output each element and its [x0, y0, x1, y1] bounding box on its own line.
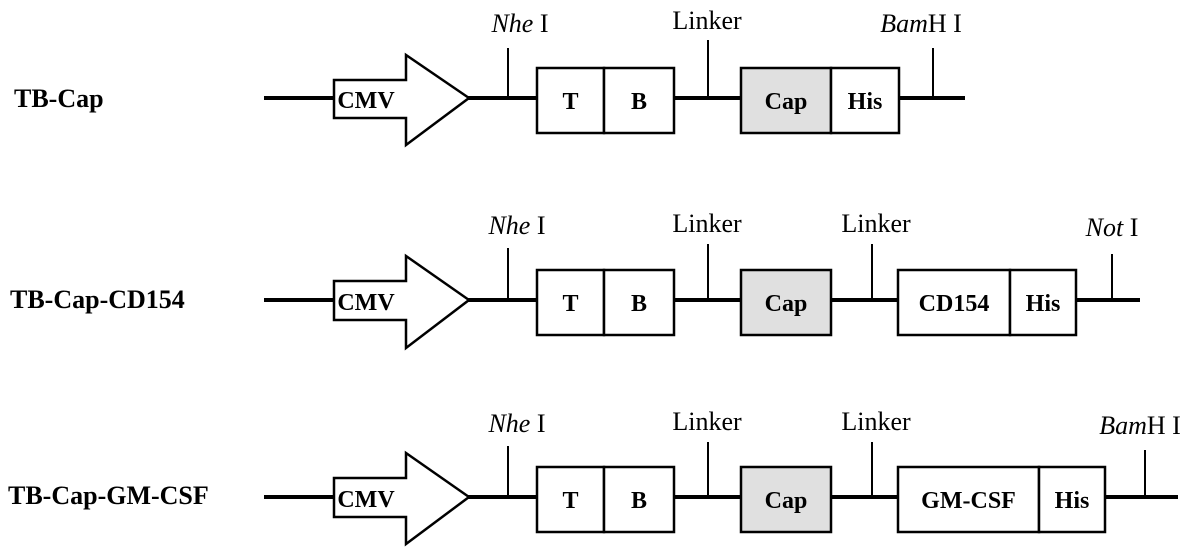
construct-name: TB-Cap-GM-CSF: [8, 481, 209, 510]
restriction-site-label: BamH I: [1099, 411, 1181, 440]
module-label: Cap: [765, 291, 808, 317]
module-label: T: [562, 488, 578, 514]
module-box-b: [602, 66, 676, 135]
module-label: B: [631, 291, 647, 317]
restriction-site-label: Nhe I: [487, 211, 545, 240]
module-box-cap: [739, 465, 833, 534]
module-box-gm-csf: [896, 465, 1041, 534]
module-box-t: [535, 465, 606, 534]
construct-name: TB-Cap-CD154: [10, 285, 185, 314]
construct-row-tb-cap-cd154: TB-Cap-CD154 CMV T B Cap CD154 His Nhe I…: [10, 209, 1140, 351]
module-label: B: [631, 488, 647, 514]
promoter-label: CMV: [337, 290, 395, 316]
restriction-site-label: BamH I: [880, 9, 962, 38]
module-label: His: [848, 89, 883, 115]
module-label: His: [1055, 488, 1090, 514]
linker-label: Linker: [672, 407, 742, 436]
linker-label: Linker: [841, 209, 911, 238]
promoter-label: CMV: [337, 487, 395, 513]
linker-label: Linker: [672, 209, 742, 238]
linker-label: Linker: [672, 6, 742, 35]
restriction-site-label: Nhe I: [490, 9, 548, 38]
module-label: GM-CSF: [921, 488, 1016, 514]
module-box-b: [602, 465, 676, 534]
promoter-label: CMV: [337, 88, 395, 114]
module-box-cap: [739, 268, 833, 337]
module-label: B: [631, 89, 647, 115]
module-label: T: [562, 89, 578, 115]
construct-name: TB-Cap: [14, 84, 104, 113]
promoter-arrow: [332, 450, 472, 547]
construct-row-tb-cap-gm-csf: TB-Cap-GM-CSF CMV T B Cap GM-CSF His Nhe…: [8, 407, 1181, 547]
module-label: Cap: [765, 488, 808, 514]
restriction-site-label: Not I: [1085, 213, 1139, 242]
module-box-his: [1008, 268, 1078, 337]
promoter-arrow: [332, 52, 472, 148]
module-box-b: [602, 268, 676, 337]
module-box-his: [829, 66, 901, 135]
module-label: Cap: [765, 89, 808, 115]
module-box-cap: [739, 66, 833, 135]
module-label: His: [1026, 291, 1061, 317]
linker-label: Linker: [841, 407, 911, 436]
construct-row-tb-cap: TB-Cap CMV T B Cap His Nhe I Linker BamH…: [14, 6, 965, 148]
restriction-site-label: Nhe I: [487, 409, 545, 438]
promoter-arrow: [332, 253, 472, 351]
module-label: T: [562, 291, 578, 317]
module-box-his: [1037, 465, 1107, 534]
module-box-t: [535, 66, 606, 135]
module-label: CD154: [919, 291, 990, 317]
module-box-t: [535, 268, 606, 337]
